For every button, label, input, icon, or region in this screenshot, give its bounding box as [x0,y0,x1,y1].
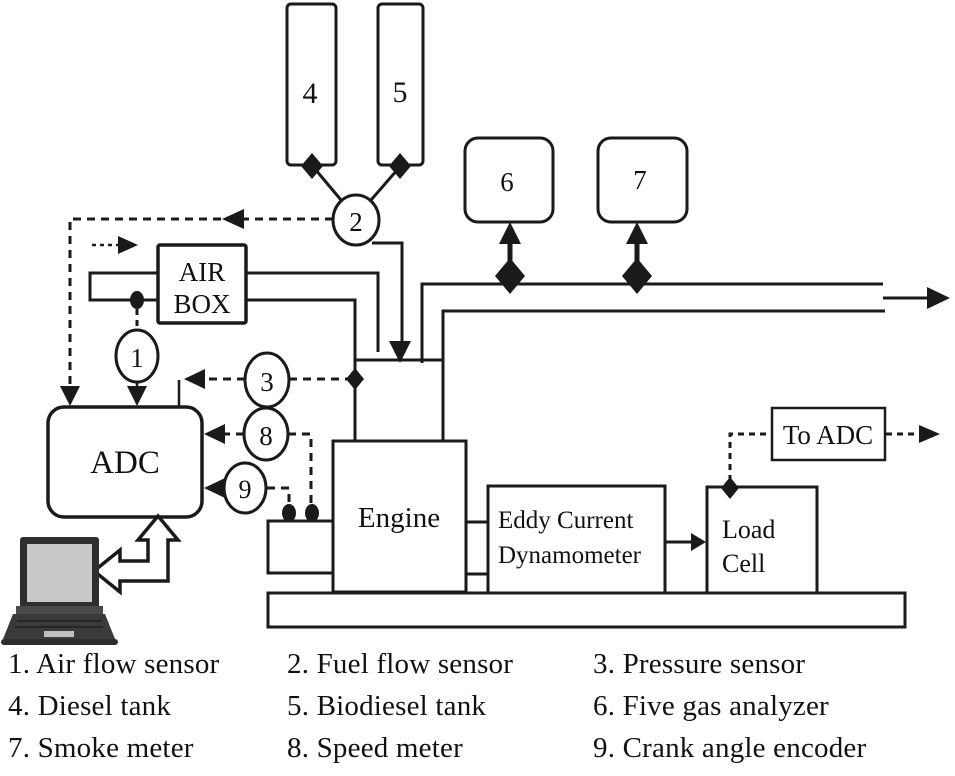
speed-meter-node [242,406,290,462]
five-gas-analyzer-number: 6 [500,167,514,197]
arrow-speed-to-adc [204,424,225,444]
adc-computer-data-arrow [91,513,182,596]
junctions [130,153,739,522]
loadcell-to-adc-line [728,432,770,481]
arrow-to-gas-analyzer [499,222,521,244]
engine-label: Engine [358,502,440,534]
air-pipe-lower [246,298,357,441]
laptop-icon [1,537,118,645]
legend-item-five-gas-analyzer: 6. Five gas analyzer [593,690,829,722]
arrow-air-inflow [118,236,138,254]
smoke-meter-box [596,136,689,224]
laptop-base-lip [1,639,118,645]
air-box [156,243,248,325]
air-inlet-pipe [88,271,158,302]
arrowheads [60,209,950,551]
to-adc-label: To ADC [783,420,873,450]
arrow-left-fuel-signal [222,209,244,229]
speed-tap-line [288,432,313,503]
biodiesel-tank-feed-line [369,168,400,201]
biodiesel-tank-outlet-junction [389,153,411,179]
loadcell-tap-junction [721,477,739,499]
fuel-flow-sensor-node [331,193,381,247]
load-cell-label-line1: Load [722,515,775,544]
engine-test-rig-diagram: 4 5 2 1 3 8 9 6 7 AIR BOX ADC Engine Edd… [1,2,950,645]
engine-box [331,439,468,594]
gas-analyzer-tap-junction [495,258,525,294]
adc-box [46,405,204,519]
dynamometer-box [486,484,667,595]
labels: 4 5 2 1 3 8 9 6 7 AIR BOX ADC Engine Edd… [90,76,873,578]
smoke-meter-number: 7 [633,165,647,195]
diesel-tank-feed-line [313,168,343,201]
arrow-dyno-to-loadcell [691,533,706,551]
blocks [46,2,907,629]
air-box-label-line1: AIR [179,257,226,287]
pressure-tap-junction [346,368,364,390]
legend-item-biodiesel-tank: 5. Biodiesel tank [287,690,487,722]
diesel-tank-outlet-junction [301,153,323,179]
adc-label: ADC [90,445,160,481]
legend-item-smoke-meter: 7. Smoke meter [8,732,194,764]
arrow-encoder-to-adc [204,478,225,498]
to-adc-box [770,406,887,462]
fuel-line [372,241,404,342]
exhaust-pipe-lower [441,309,885,441]
arrow-into-adc-left [60,386,80,406]
legend-item-crank-angle-encoder: 9. Crank angle encoder [593,732,867,764]
pressure-sensor-number: 3 [260,367,274,397]
arrow-to-smoke-meter [626,222,648,244]
fuel-sensor-to-adc-line [68,217,333,388]
crank-angle-encoder-number: 9 [239,475,252,504]
load-cell-label-line2: Cell [722,549,765,578]
air-pipe-upper [246,271,380,352]
exhaust-pipe-upper [420,282,883,363]
legend-item-speed-meter: 8. Speed meter [287,732,463,764]
airflow-tap-dot [130,291,144,309]
laptop-hinge [16,606,103,614]
fuel-flow-sensor-number: 2 [349,207,363,237]
dynamometer-label-line1: Eddy Current [498,507,633,534]
encoder-tap-line [267,486,291,503]
sensor-nodes [114,193,381,515]
arrow-exhaust-out [927,287,950,309]
smoke-meter-tap-junction [622,258,652,294]
speed-meter-number: 8 [259,421,273,451]
arrow-pressure-to-adc [184,369,205,389]
air-flow-sensor-number: 1 [130,343,144,373]
laptop-touchpad [44,631,74,637]
sensor-mount-box [266,519,335,575]
arrow-to-adc-out [919,425,940,443]
air-box-label-line2: BOX [173,289,231,319]
arrow-fuel-into-engine [389,341,411,363]
encoder-tap-dot [282,504,296,522]
biodiesel-tank-number: 5 [393,76,408,109]
laptop-screen [27,544,92,602]
legend-item-pressure-sensor: 3. Pressure sensor [593,648,806,680]
arrow-into-adc-airflow [127,386,147,406]
diesel-tank-number: 4 [303,77,318,110]
air-flow-sensor-node [114,328,160,384]
legend-item-diesel-tank: 4. Diesel tank [8,690,172,722]
dynamometer-label-line2: Dynamometer [498,542,642,569]
laptop-keyboard-lines [15,620,103,628]
test-bed-base [266,591,907,629]
five-gas-analyzer-box [463,136,555,224]
speed-tap-dot [305,504,319,522]
legend-item-air-flow-sensor: 1. Air flow sensor [8,648,220,680]
legend-item-fuel-flow-sensor: 2. Fuel flow sensor [287,648,514,680]
